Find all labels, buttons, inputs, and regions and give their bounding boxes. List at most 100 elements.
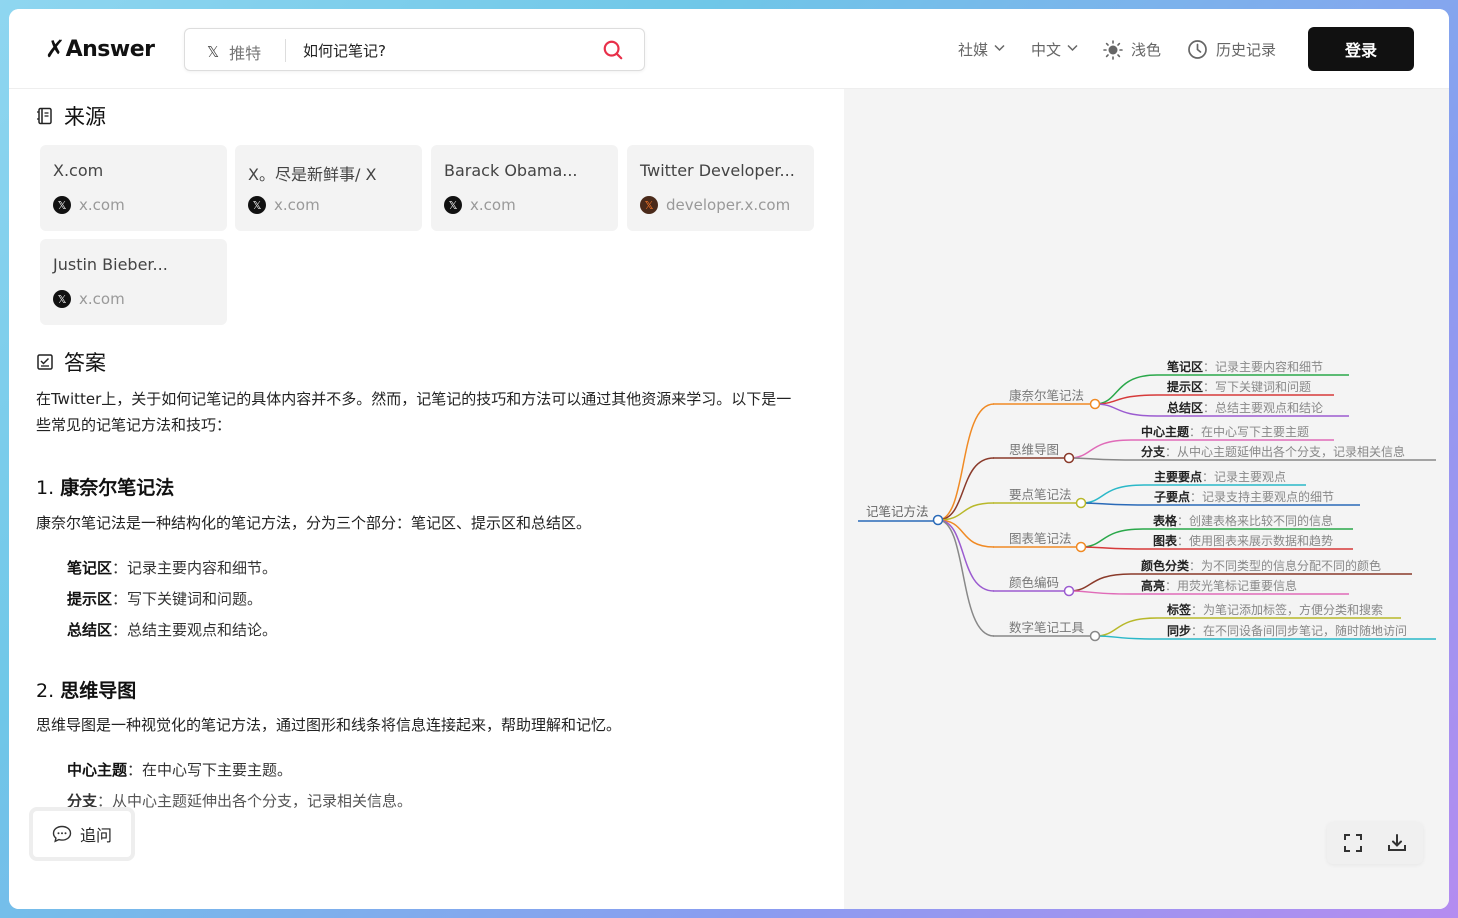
- mindmap-leaf-term: 子要点: [1154, 489, 1190, 504]
- sources-heading: 来源: [36, 101, 106, 131]
- mindmap-branch-label[interactable]: 数字笔记工具: [1009, 620, 1085, 635]
- item-text: ：写下关键词和问题。: [112, 590, 263, 608]
- source-card[interactable]: Twitter Developer... 𝕏 developer.x.com: [627, 145, 814, 231]
- search-divider: [285, 39, 286, 62]
- logo[interactable]: ✗ Answer: [45, 35, 155, 63]
- mindmap-leaf-text: ：为笔记添加标签，方便分类和搜索: [1191, 602, 1383, 617]
- domain-text: x.com: [274, 196, 320, 214]
- mindmap-leaf-text: ：使用图表来展示数据和趋势: [1177, 533, 1333, 548]
- mindmap-root-node[interactable]: [932, 514, 944, 526]
- mindmap-branch-label[interactable]: 思维导图: [1009, 442, 1059, 457]
- language-label: 中文: [1031, 41, 1062, 59]
- mindmap-leaf-text: ：记录支持主要观点的细节: [1190, 489, 1334, 504]
- mindmap-canvas[interactable]: 记笔记方法康奈尔笔记法笔记区：记录主要内容和细节提示区：写下关键词和问题总结区：…: [844, 89, 1449, 909]
- item-term: 笔记区: [67, 559, 113, 577]
- section-desc: 康奈尔笔记法是一种结构化的笔记方法，分为三个部分：笔记区、提示区和总结区。: [36, 514, 592, 532]
- mindmap-leaf-text: ：在不同设备间同步笔记，随时随地访问: [1191, 623, 1407, 638]
- sources-title: 来源: [64, 105, 106, 129]
- mindmap-branch-node[interactable]: [1075, 541, 1087, 553]
- history-clock-icon: [1188, 40, 1207, 59]
- mindmap-leaf-text: ：从中心主题延伸出各个分支，记录相关信息: [1165, 444, 1405, 459]
- mindmap-leaf-term: 中心主题: [1141, 424, 1190, 439]
- mindmap-leaf-label[interactable]: 同步：在不同设备间同步笔记，随时随地访问: [1167, 623, 1407, 638]
- section-title: 思维导图: [60, 680, 137, 702]
- source-card[interactable]: X。尽是新鲜事/ X 𝕏 x.com: [235, 145, 422, 231]
- source-card-title: Twitter Developer...: [640, 161, 795, 180]
- history-link[interactable]: 历史记录: [1187, 39, 1276, 60]
- intro-line: 些常见的记笔记方法和技巧：: [36, 416, 232, 434]
- mindmap-leaf-label[interactable]: 表格：创建表格来比较不同的信息: [1152, 513, 1333, 528]
- mindmap-branch-label[interactable]: 康奈尔笔记法: [1009, 388, 1084, 403]
- domain-text: x.com: [470, 196, 516, 214]
- mindmap-branch-node[interactable]: [1089, 630, 1101, 642]
- top-header: ✗ Answer 𝕏 推特 社媒 中文: [9, 9, 1449, 89]
- item-term: 提示区: [67, 590, 113, 608]
- mindmap-branch-connector: [937, 519, 995, 548]
- theme-toggle[interactable]: 浅色: [1103, 39, 1161, 60]
- item-text: ：在中心写下主要主题。: [127, 761, 293, 779]
- mindmap-leaf-text: ：在中心写下主要主题: [1189, 424, 1309, 439]
- mindmap-leaf-label[interactable]: 高亮：用荧光笔标记重要信息: [1141, 578, 1297, 593]
- x-logo-icon: ✗: [45, 35, 65, 63]
- mindmap-leaf-label[interactable]: 主要要点：记录主要观点: [1154, 469, 1286, 484]
- answer-panel: 来源 X.com 𝕏 x.com X。尽是新鲜事/ X 𝕏 x.com Bara…: [9, 89, 844, 909]
- answer-title: 答案: [64, 351, 106, 375]
- mindmap-leaf-label[interactable]: 提示区：写下关键词和问题: [1167, 379, 1311, 394]
- mindmap-branch-node[interactable]: [1063, 452, 1075, 464]
- search-icon[interactable]: [602, 39, 624, 61]
- mindmap-leaf-label[interactable]: 总结区：总结主要观点和结论: [1167, 400, 1323, 415]
- theme-label: 浅色: [1131, 41, 1162, 59]
- item-term: 分支: [67, 792, 98, 810]
- source-card[interactable]: Justin Bieber... 𝕏 x.com: [40, 239, 227, 325]
- source-card-domain: 𝕏 x.com: [444, 196, 516, 214]
- sun-icon: [1103, 39, 1123, 60]
- mindmap-leaf-text: ：为不同类型的信息分配不同的颜色: [1189, 558, 1381, 573]
- domain-text: x.com: [79, 196, 125, 214]
- source-card[interactable]: Barack Obama... 𝕏 x.com: [431, 145, 618, 231]
- x-favicon-icon: 𝕏: [444, 196, 462, 214]
- download-icon[interactable]: [1386, 832, 1408, 854]
- followup-button[interactable]: 追问: [29, 807, 135, 861]
- mindmap-leaf-text: ：写下关键词和问题: [1203, 380, 1311, 394]
- search-input[interactable]: [303, 39, 583, 61]
- platform-label: 推特: [229, 44, 262, 63]
- mindmap-branch-label[interactable]: 颜色编码: [1009, 575, 1059, 590]
- mindmap-branch-node[interactable]: [1063, 585, 1075, 597]
- mindmap-leaf-text: ：用荧光笔标记重要信息: [1165, 578, 1297, 593]
- language-dropdown[interactable]: 中文: [1031, 39, 1078, 60]
- answer-intro: 在Twitter上，关于如何记笔记的具体内容并不多。然而，记笔记的技巧和方法可以…: [36, 386, 791, 438]
- mindmap-leaf-label[interactable]: 中心主题：在中心写下主要主题: [1141, 424, 1309, 439]
- mindmap-branch-label[interactable]: 要点笔记法: [1009, 487, 1072, 502]
- section-heading: 1. 康奈尔笔记法: [36, 473, 174, 500]
- mindmap-branch-label[interactable]: 图表笔记法: [1009, 531, 1072, 546]
- mindmap-leaf-term: 高亮: [1141, 578, 1165, 593]
- logo-text: Answer: [65, 36, 155, 62]
- mindmap-leaf-connector: [1094, 394, 1158, 405]
- mindmap-branch-connector: [937, 519, 995, 592]
- mindmap-leaf-connector: [1080, 546, 1144, 550]
- mindmap-leaf-label[interactable]: 图表：使用图表来展示数据和趋势: [1153, 533, 1333, 548]
- mindmap-leaf-connector: [1094, 617, 1158, 637]
- platform-selector[interactable]: 𝕏 推特: [207, 40, 261, 64]
- mindmap-leaf-text: ：记录主要观点: [1202, 470, 1286, 484]
- source-card[interactable]: X.com 𝕏 x.com: [40, 145, 227, 231]
- source-card-title: X。尽是新鲜事/ X: [248, 165, 377, 184]
- mindmap-leaf-label[interactable]: 标签：为笔记添加标签，方便分类和搜索: [1166, 602, 1383, 617]
- fullscreen-icon[interactable]: [1342, 832, 1364, 854]
- mindmap-branch-node[interactable]: [1089, 398, 1101, 410]
- intro-line: 在Twitter上，关于如何记笔记的具体内容并不多。然而，记笔记的技巧和方法可以…: [36, 390, 792, 408]
- login-button[interactable]: 登录: [1308, 27, 1414, 71]
- mindmap-leaf-label[interactable]: 颜色分类：为不同类型的信息分配不同的颜色: [1141, 558, 1381, 573]
- mindmap-leaf-label[interactable]: 笔记区：记录主要内容和细节: [1167, 359, 1323, 374]
- list-item: 分支：从中心主题延伸出各个分支，记录相关信息。: [67, 790, 412, 811]
- mindmap-leaf-label[interactable]: 分支：从中心主题延伸出各个分支，记录相关信息: [1141, 444, 1405, 459]
- mindmap-leaf-connector: [1080, 502, 1145, 506]
- item-text: ：记录主要内容和细节。: [112, 559, 278, 577]
- social-dropdown[interactable]: 社媒: [958, 39, 1005, 60]
- answer-heading: 答案: [36, 347, 106, 377]
- mindmap-leaf-term: 总结区: [1167, 400, 1203, 415]
- x-favicon-icon: 𝕏: [53, 196, 71, 214]
- mindmap-branch-node[interactable]: [1075, 497, 1087, 509]
- mindmap-leaf-label[interactable]: 子要点：记录支持主要观点的细节: [1154, 489, 1334, 504]
- answer-checklist-icon: [37, 354, 53, 370]
